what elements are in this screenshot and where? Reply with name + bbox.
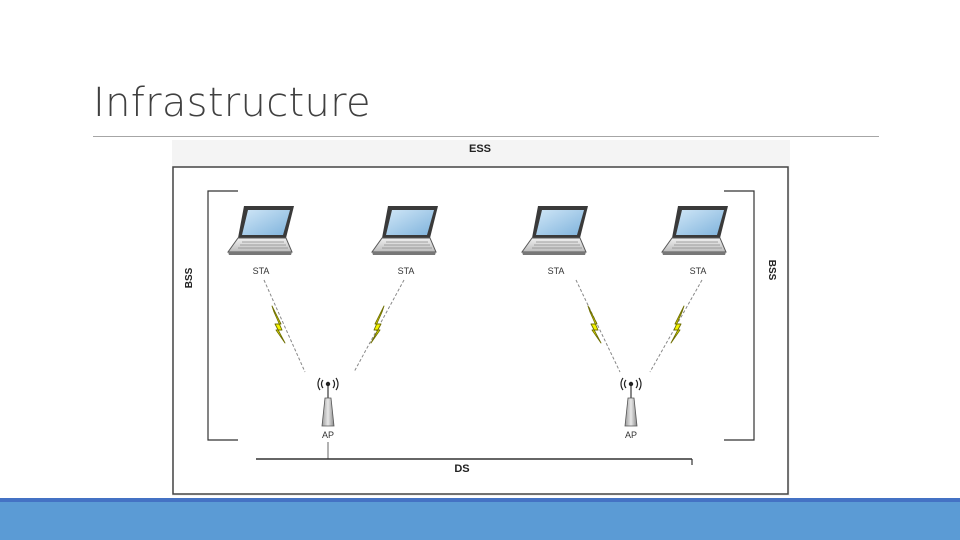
footer-band-edge xyxy=(0,498,960,502)
infrastructure-diagram: ESS BSS BSS STA STA STA STA xyxy=(172,140,790,496)
sta-label: STA xyxy=(690,266,707,276)
bss-right-label: BSS xyxy=(766,260,777,281)
title-divider xyxy=(93,136,879,137)
ap-label: AP xyxy=(625,430,637,440)
ap-label: AP xyxy=(322,430,334,440)
sta-label: STA xyxy=(398,266,415,276)
bss-left-label: BSS xyxy=(184,267,195,288)
ds-label: DS xyxy=(454,463,469,475)
slide-title: Infrastructure xyxy=(93,80,371,126)
footer-band xyxy=(0,498,960,540)
sta-label: STA xyxy=(548,266,565,276)
ess-label: ESS xyxy=(469,143,491,155)
sta-label: STA xyxy=(253,266,270,276)
